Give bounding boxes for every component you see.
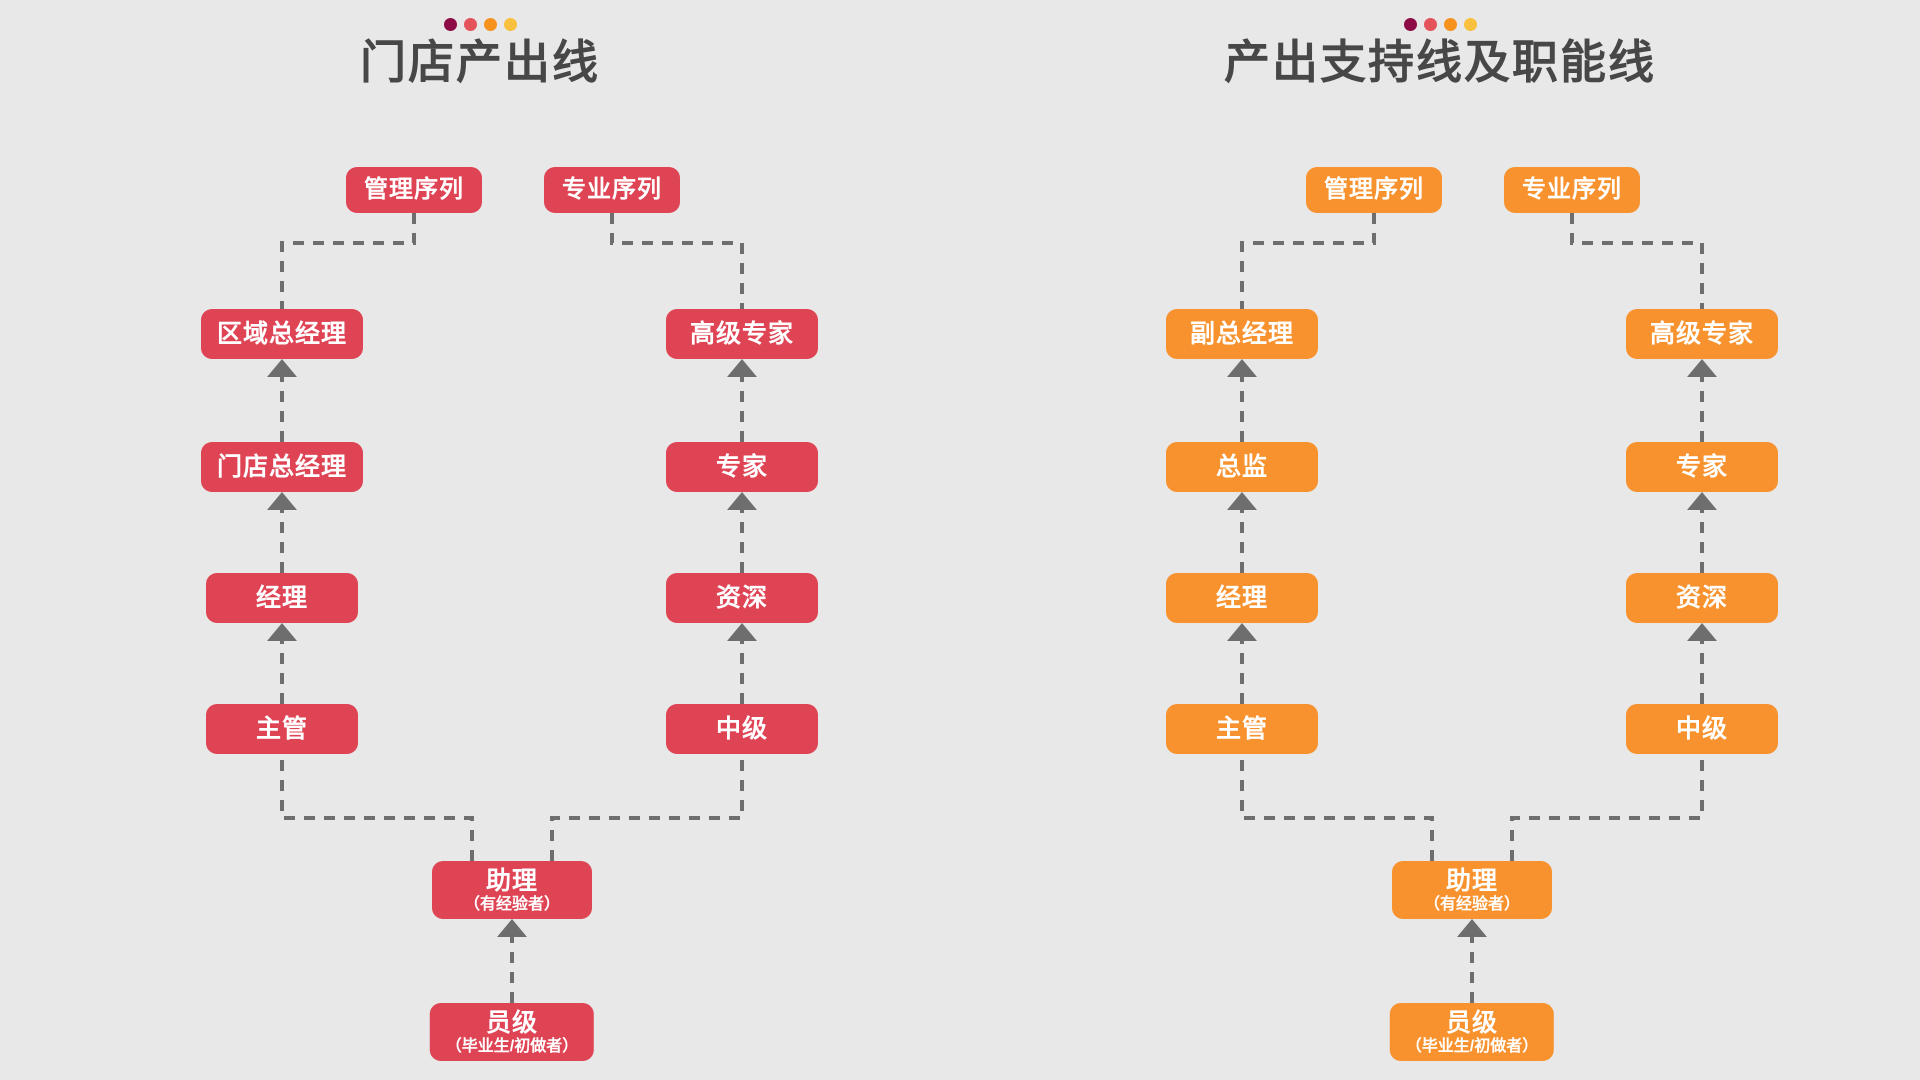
node-staff[interactable]: 员级（毕业生/初做者） bbox=[1389, 1003, 1555, 1061]
arrowhead-management-1 bbox=[1227, 492, 1257, 510]
dot-row bbox=[960, 18, 1920, 31]
node-professional-2[interactable]: 资深 bbox=[666, 573, 818, 623]
node-label: 助理 bbox=[1445, 866, 1498, 895]
arrowhead-management-1 bbox=[267, 492, 297, 510]
dot-row bbox=[0, 18, 960, 31]
page-title: 门店产出线 bbox=[360, 36, 600, 88]
node-management-2[interactable]: 经理 bbox=[206, 573, 358, 623]
node-label: 经理 bbox=[1215, 584, 1268, 612]
node-label: 主管 bbox=[1215, 715, 1268, 743]
node-professional-0[interactable]: 高级专家 bbox=[1626, 309, 1778, 359]
badge-professional-sequence[interactable]: 专业序列 bbox=[544, 167, 680, 213]
connector-badge-management bbox=[1240, 213, 1376, 309]
dot-amber-icon bbox=[503, 18, 517, 31]
node-management-2[interactable]: 经理 bbox=[1166, 573, 1318, 623]
connector-assistant-to-professional bbox=[550, 754, 744, 861]
arrowhead-management-0 bbox=[1227, 359, 1257, 377]
node-professional-3[interactable]: 中级 bbox=[666, 704, 818, 754]
badge-management-sequence[interactable]: 管理序列 bbox=[1306, 167, 1442, 213]
node-sublabel: （有经验者） bbox=[463, 895, 560, 913]
page-title: 产出支持线及职能线 bbox=[1224, 36, 1656, 88]
arrowhead-professional-0 bbox=[1687, 359, 1717, 377]
connector-badge-professional bbox=[610, 213, 744, 309]
node-label: 资深 bbox=[715, 584, 768, 612]
badge-professional-sequence[interactable]: 专业序列 bbox=[1504, 167, 1640, 213]
node-professional-3[interactable]: 中级 bbox=[1626, 704, 1778, 754]
connector-assistant-to-management bbox=[280, 754, 474, 861]
node-label: 助理 bbox=[485, 866, 538, 895]
node-label: 专家 bbox=[715, 453, 768, 481]
node-label: 中级 bbox=[1675, 715, 1728, 743]
node-label: 管理序列 bbox=[1324, 175, 1424, 203]
dot-amber-icon bbox=[1463, 18, 1477, 31]
node-assistant[interactable]: 助理（有经验者） bbox=[432, 861, 592, 919]
node-sublabel: （毕业生/初做者） bbox=[1405, 1037, 1539, 1055]
node-management-1[interactable]: 总监 bbox=[1166, 442, 1318, 492]
panel-header: 门店产出线 bbox=[0, 18, 960, 88]
node-label: 高级专家 bbox=[1649, 320, 1754, 348]
node-label: 资深 bbox=[1675, 584, 1728, 612]
node-label: 专家 bbox=[1675, 453, 1728, 481]
node-label: 中级 bbox=[715, 715, 768, 743]
node-label: 门店总经理 bbox=[216, 453, 348, 481]
arrowhead-management-2 bbox=[1227, 623, 1257, 641]
arrowhead-professional-1 bbox=[727, 492, 757, 510]
node-staff[interactable]: 员级（毕业生/初做者） bbox=[429, 1003, 595, 1061]
connector-assistant-to-management bbox=[1240, 754, 1434, 861]
node-label: 总监 bbox=[1215, 453, 1268, 481]
node-label: 管理序列 bbox=[364, 175, 464, 203]
arrowhead-management-2 bbox=[267, 623, 297, 641]
node-label: 专业序列 bbox=[562, 175, 662, 203]
panel-store-output-line: 门店产出线管理序列专业序列区域总经理门店总经理经理主管高级专家专家资深中级助理（… bbox=[0, 18, 960, 1061]
node-professional-2[interactable]: 资深 bbox=[1626, 573, 1778, 623]
arrowhead-professional-1 bbox=[1687, 492, 1717, 510]
dot-maroon-icon bbox=[443, 18, 457, 31]
node-assistant[interactable]: 助理（有经验者） bbox=[1392, 861, 1552, 919]
connector-assistant-to-professional bbox=[1510, 754, 1704, 861]
arrowhead-staff-to-assistant bbox=[497, 919, 527, 937]
dot-red-icon bbox=[1423, 18, 1437, 31]
dot-red-icon bbox=[463, 18, 477, 31]
dot-maroon-icon bbox=[1403, 18, 1417, 31]
node-label: 副总经理 bbox=[1189, 320, 1294, 348]
dot-orange-icon bbox=[1443, 18, 1457, 31]
node-management-1[interactable]: 门店总经理 bbox=[200, 442, 364, 492]
connector-badge-management bbox=[280, 213, 416, 309]
node-label: 主管 bbox=[255, 715, 308, 743]
node-professional-0[interactable]: 高级专家 bbox=[666, 309, 818, 359]
panel-header: 产出支持线及职能线 bbox=[960, 18, 1920, 88]
node-label: 高级专家 bbox=[689, 320, 794, 348]
node-label: 专业序列 bbox=[1522, 175, 1622, 203]
connector-badge-professional bbox=[1570, 213, 1704, 309]
arrowhead-management-0 bbox=[267, 359, 297, 377]
node-professional-1[interactable]: 专家 bbox=[666, 442, 818, 492]
arrowhead-staff-to-assistant bbox=[1457, 919, 1487, 937]
node-management-0[interactable]: 区域总经理 bbox=[200, 309, 364, 359]
node-management-3[interactable]: 主管 bbox=[206, 704, 358, 754]
node-management-0[interactable]: 副总经理 bbox=[1166, 309, 1318, 359]
arrowhead-professional-2 bbox=[1687, 623, 1717, 641]
node-label: 区域总经理 bbox=[216, 320, 348, 348]
node-label: 经理 bbox=[255, 584, 308, 612]
node-sublabel: （有经验者） bbox=[1423, 895, 1520, 913]
node-label: 员级 bbox=[1445, 1008, 1499, 1037]
node-management-3[interactable]: 主管 bbox=[1166, 704, 1318, 754]
badge-management-sequence[interactable]: 管理序列 bbox=[346, 167, 482, 213]
arrowhead-professional-2 bbox=[727, 623, 757, 641]
node-sublabel: （毕业生/初做者） bbox=[445, 1037, 579, 1055]
node-professional-1[interactable]: 专家 bbox=[1626, 442, 1778, 492]
panel-output-support-and-function-line: 产出支持线及职能线管理序列专业序列副总经理总监经理主管高级专家专家资深中级助理（… bbox=[960, 0, 1920, 1080]
arrowhead-professional-0 bbox=[727, 359, 757, 377]
dot-orange-icon bbox=[483, 18, 497, 31]
node-label: 员级 bbox=[485, 1008, 539, 1037]
